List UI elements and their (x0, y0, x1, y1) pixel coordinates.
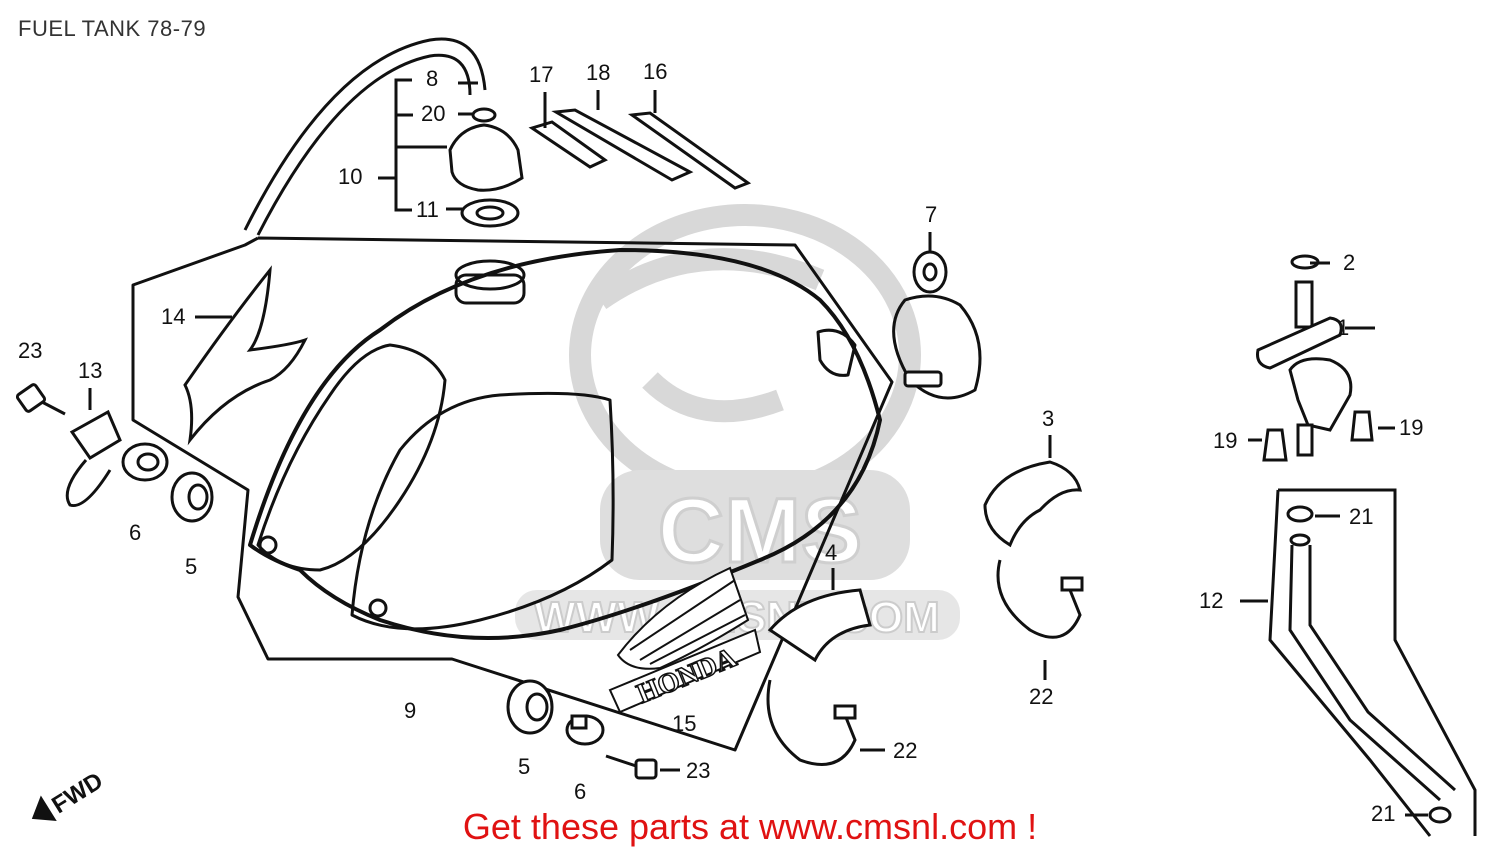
callout-labels: 1 2 3 4 5 5 6 6 7 8 9 10 11 12 13 14 15 … (18, 59, 1423, 826)
callout-23-left: 23 (18, 338, 42, 363)
collar-6-left (121, 442, 169, 482)
arrow-icon (31, 795, 57, 821)
watermark-brand: CMS (658, 480, 862, 582)
stripe-16 (627, 111, 752, 190)
strap-13 (69, 409, 122, 461)
callout-22-right: 22 (1029, 684, 1053, 709)
callout-21-bottom: 21 (1371, 801, 1395, 826)
callout-11: 11 (416, 197, 439, 222)
callout-5-bottom: 5 (518, 754, 530, 779)
mount-hole-right (368, 598, 388, 618)
callout-6-bottom: 6 (574, 779, 586, 804)
callout-20: 20 (421, 101, 445, 126)
callout-8: 8 (426, 66, 438, 91)
callout-17: 17 (529, 62, 553, 87)
honda-emblem-15: HONDA (608, 566, 762, 714)
breather-tube (243, 37, 487, 236)
diagram-title: FUEL TANK 78-79 (18, 16, 207, 41)
bracket-10 (378, 78, 478, 212)
fuel-line-assembly (1240, 488, 1477, 837)
screw-19-left (1262, 428, 1288, 462)
petcock-boss (816, 328, 857, 377)
stripe-18 (551, 108, 694, 182)
hose-clip-21-top (1286, 505, 1314, 523)
callout-16: 16 (643, 59, 667, 84)
valve-nipple (1296, 423, 1314, 457)
filler-neck (454, 259, 526, 291)
valve-body (1288, 357, 1353, 432)
cap-washer (471, 107, 497, 123)
callout-1: 1 (1337, 315, 1349, 340)
stripe-17 (528, 120, 608, 169)
grommet-5-bottom (506, 679, 554, 735)
callout-5-left: 5 (185, 554, 197, 579)
fuel-tank-assembly (131, 236, 894, 752)
cushion-7 (912, 250, 948, 294)
callout-2: 2 (1343, 250, 1355, 275)
front-mount-hardware (506, 679, 680, 780)
tank-group-outline (131, 236, 894, 752)
strap-7 (892, 294, 982, 400)
cushion-3 (983, 460, 1082, 548)
screw-19-right (1350, 410, 1374, 442)
callout-9: 9 (404, 698, 416, 723)
fuel-hose-12 (1288, 544, 1441, 802)
hose-clip-21-bottom (1428, 806, 1452, 824)
watermark-badge (600, 470, 910, 580)
callout-6-left: 6 (129, 520, 141, 545)
tank-stripes (528, 90, 752, 190)
band-22-right (996, 559, 1082, 639)
tank-cushions-straps (766, 232, 1084, 766)
callout-14: 14 (161, 304, 185, 329)
callout-19-left: 19 (1213, 428, 1237, 453)
callout-22-bottom: 22 (893, 738, 917, 763)
callout-3: 3 (1042, 406, 1054, 431)
callout-10: 10 (338, 164, 362, 189)
mount-hole-left (258, 535, 278, 555)
valve-filter (1294, 280, 1314, 329)
fuel-tank (248, 248, 882, 640)
callout-21-top: 21 (1349, 504, 1373, 529)
watermark: CMS WWW.CMSNL.COM (515, 204, 960, 643)
tank-recess-left (256, 343, 447, 572)
callout-12: 12 (1199, 588, 1223, 613)
cap-gasket-11 (460, 198, 520, 228)
callout-15: 15 (672, 711, 696, 736)
fuel-cap (448, 107, 524, 228)
rear-mount-hardware (15, 383, 214, 523)
cms-parts-link[interactable]: Get these parts at www.cmsnl.com ! (462, 806, 1038, 847)
cap-gasket-hole (475, 205, 505, 221)
bolt-23-bottom (634, 758, 658, 780)
cap-body (448, 123, 524, 192)
filler-neck-base (454, 273, 526, 305)
callout-4: 4 (825, 540, 837, 565)
bolt-23-left (15, 383, 47, 413)
callout-23-bottom: 23 (686, 758, 710, 783)
fuel-valve-assembly (1248, 254, 1395, 462)
tank-side-panel (350, 391, 615, 631)
callout-7: 7 (925, 202, 937, 227)
band-22-bottom (766, 679, 857, 766)
fuel-line-group-outline (1278, 488, 1477, 836)
fuel-valve-1 (1256, 316, 1343, 370)
callout-13: 13 (78, 358, 102, 383)
cushion-4 (767, 588, 872, 663)
knee-decal-14 (183, 265, 308, 446)
callout-18: 18 (586, 60, 610, 85)
callout-19-right: 19 (1399, 415, 1423, 440)
